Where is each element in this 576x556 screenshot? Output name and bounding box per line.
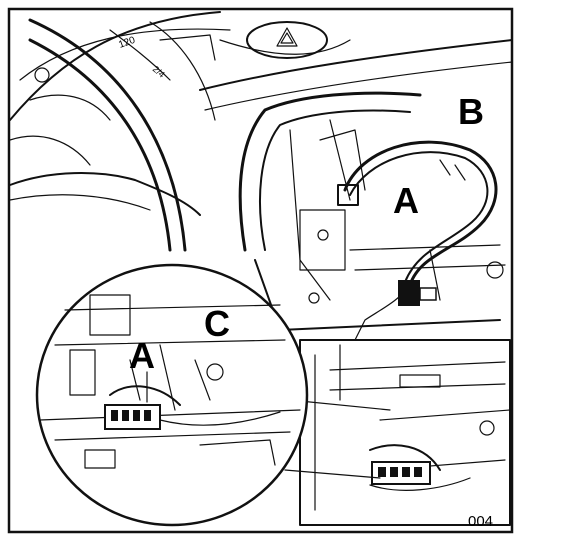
figure-number: 004 (468, 513, 493, 530)
inset-detail (35, 263, 309, 527)
callout-b: B (458, 91, 484, 132)
harness-connector (398, 280, 437, 306)
callout-a-inset: A (129, 335, 155, 376)
callout-a-main: A (393, 180, 419, 221)
hazard-button (246, 21, 328, 59)
dash-edge (199, 39, 513, 91)
callout-c: C (204, 303, 230, 344)
steering-wheel (9, 18, 201, 252)
diagnostic-connector (369, 444, 471, 491)
leader-line-2 (284, 469, 381, 479)
